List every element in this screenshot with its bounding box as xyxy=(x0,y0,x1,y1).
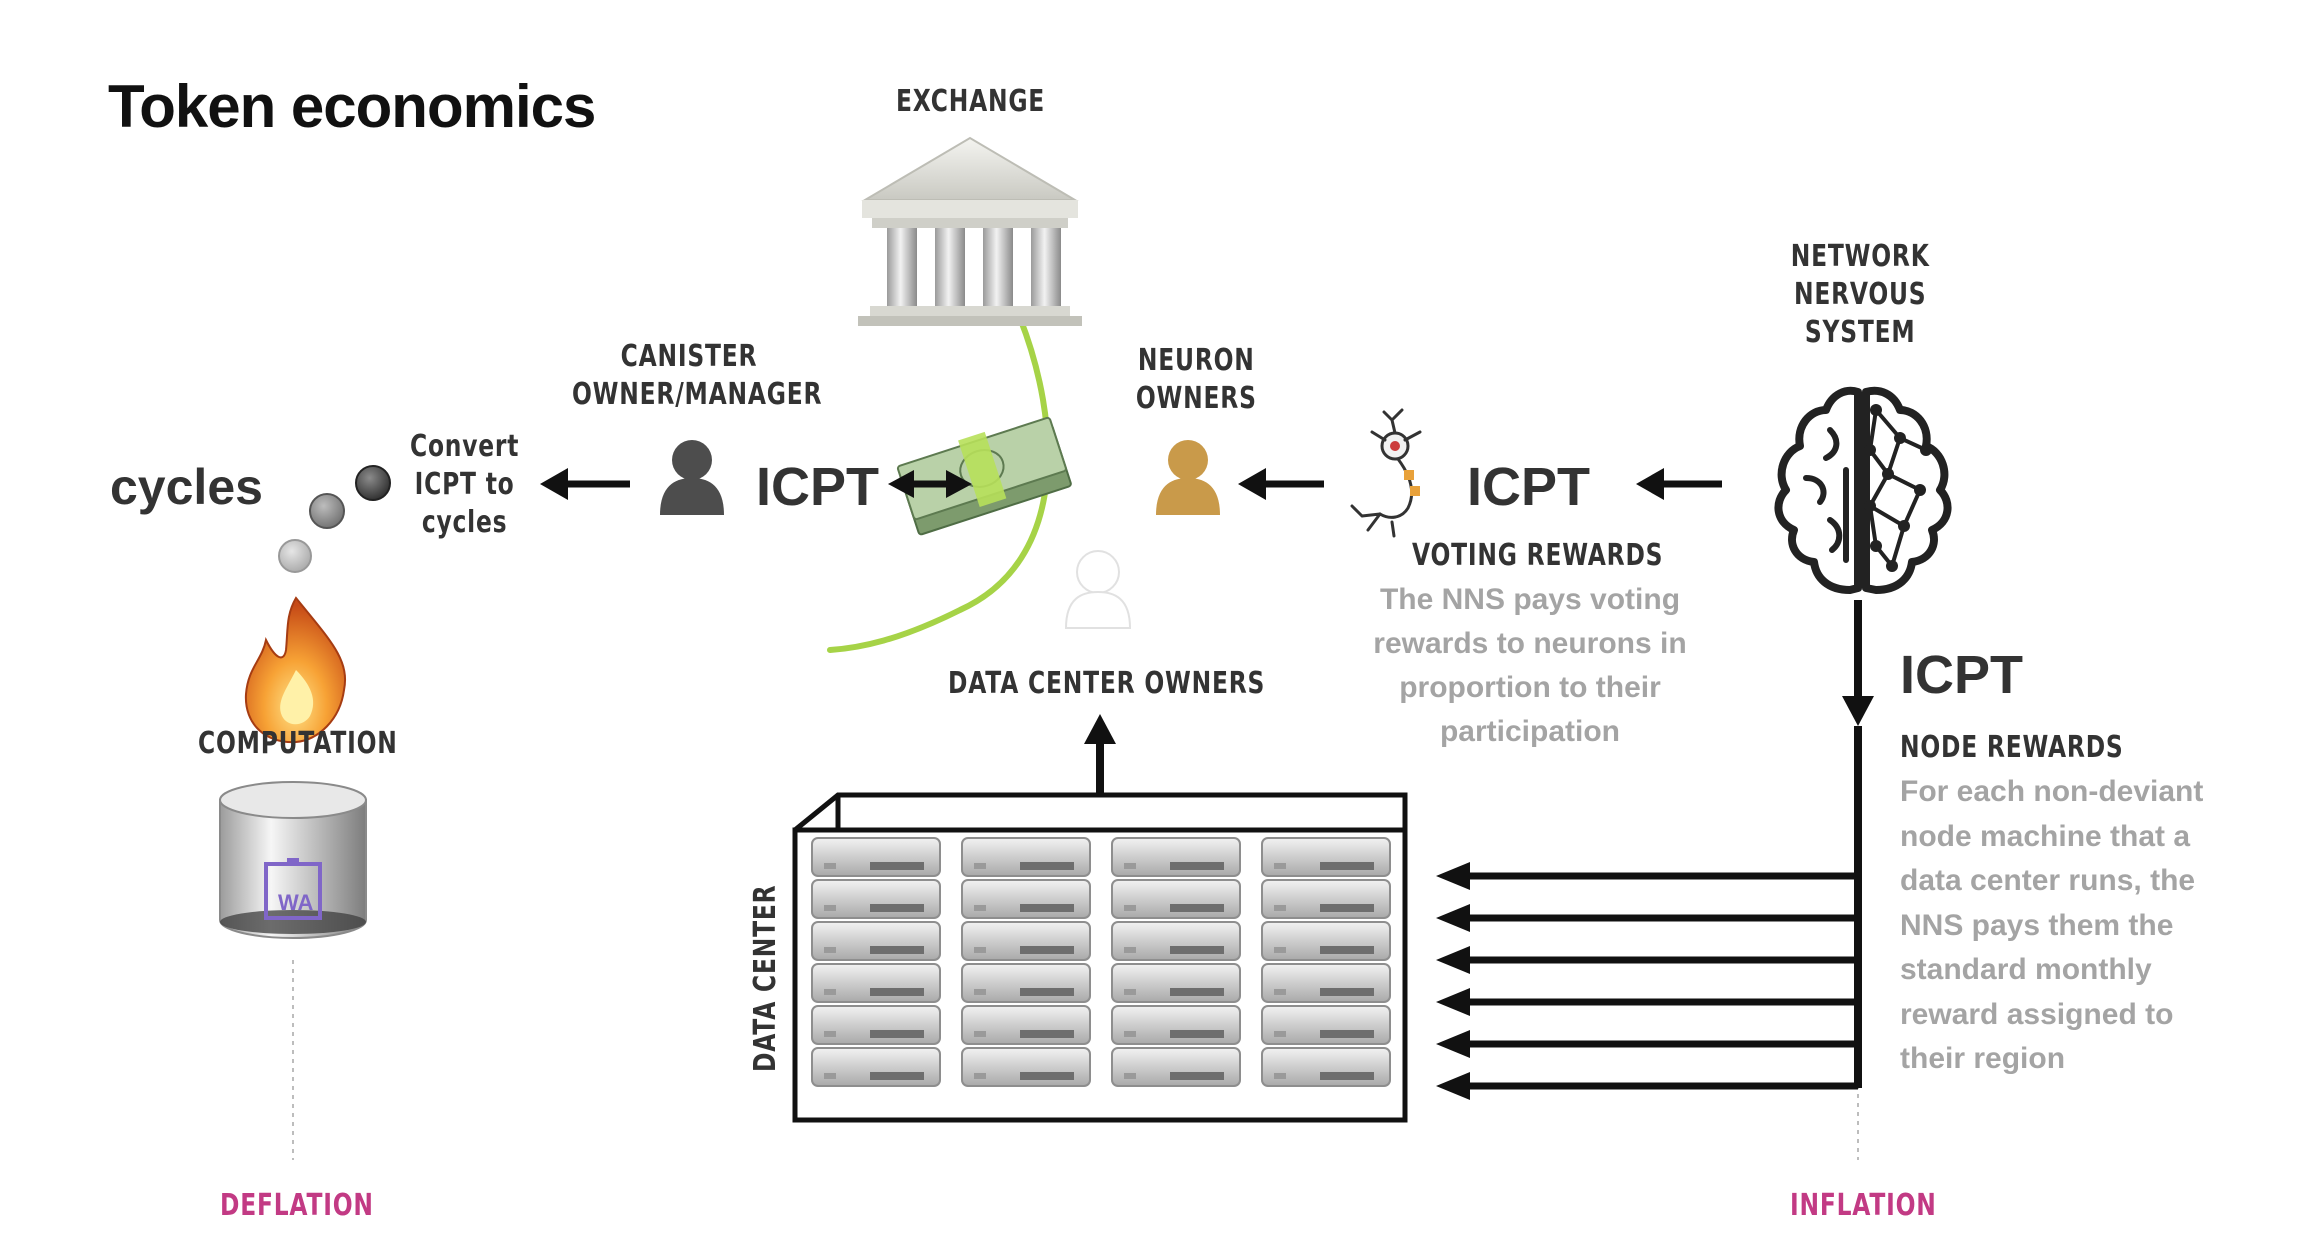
server-unit-icon xyxy=(961,1047,1091,1087)
server-unit-icon xyxy=(961,963,1091,1003)
convert-label: Convert ICPT to cycles xyxy=(410,428,519,542)
server-unit-icon xyxy=(1261,879,1391,919)
neuron-icon xyxy=(1350,408,1422,538)
inflation-label: INFLATION xyxy=(1790,1188,1937,1223)
server-unit-icon xyxy=(1111,837,1241,877)
canister-owner-label: CANISTER OWNER/MANAGER xyxy=(572,338,823,414)
arrow-nns-down xyxy=(1842,600,1874,1088)
icpt-voting-label: ICPT xyxy=(1467,457,1591,517)
data-center-owner-person-icon xyxy=(1064,550,1132,629)
neuron-owner-person-icon xyxy=(1156,440,1220,515)
convert-label-line: cycles xyxy=(421,505,508,540)
neuron-owners-label-line: OWNERS xyxy=(1135,381,1257,416)
exchange-label: EXCHANGE xyxy=(896,84,1046,119)
voting-rewards-title: VOTING REWARDS xyxy=(1412,538,1664,573)
page-title: Token economics xyxy=(108,73,596,140)
canister-owner-label-line: OWNER/MANAGER xyxy=(572,377,823,412)
data-center-box xyxy=(792,792,1408,1123)
server-racks xyxy=(811,837,1391,1087)
money-stack-icon xyxy=(896,416,1072,536)
coin-light-icon xyxy=(278,539,312,573)
node-rewards-line: their region xyxy=(1900,1042,2066,1075)
data-center-label: DATA CENTER xyxy=(748,884,783,1072)
nns-label-line: NETWORK xyxy=(1790,239,1930,274)
neuron-owners-label: NEURON OWNERS xyxy=(1130,342,1263,418)
server-unit-icon xyxy=(811,1005,941,1045)
coin-dark-icon xyxy=(355,465,391,501)
voting-rewards-line: The NNS pays voting xyxy=(1379,583,1681,616)
arrow-voting-to-neuron-owners xyxy=(1238,468,1324,500)
node-rewards-title: NODE REWARDS xyxy=(1900,730,2124,765)
node-rewards-line: For each non-deviant xyxy=(1900,775,2204,808)
data-center-owners-label: DATA CENTER OWNERS xyxy=(948,666,1266,701)
arrow-nns-to-voting xyxy=(1636,468,1722,500)
server-unit-icon xyxy=(1111,1047,1241,1087)
voting-rewards-line: participation xyxy=(1439,715,1620,748)
voting-rewards-line: proportion to their xyxy=(1399,671,1661,704)
node-rewards-line: reward assigned to xyxy=(1900,997,2174,1031)
voting-rewards-text: The NNS pays voting rewards to neurons i… xyxy=(1330,578,1730,754)
nns-label-line: SYSTEM xyxy=(1804,315,1916,350)
exchange-building-icon xyxy=(858,136,1082,326)
flame-icon xyxy=(244,596,347,744)
server-unit-icon xyxy=(1111,879,1241,919)
server-unit-icon xyxy=(961,837,1091,877)
server-unit-icon xyxy=(1261,921,1391,961)
node-reward-arrows xyxy=(1436,862,1858,1100)
coin-mid-icon xyxy=(309,493,345,529)
node-rewards-line: NNS pays them the xyxy=(1900,908,2174,942)
server-unit-icon xyxy=(1261,1005,1391,1045)
cycles-label: cycles xyxy=(110,459,263,515)
server-unit-icon xyxy=(1261,963,1391,1003)
server-unit-icon xyxy=(811,1047,941,1087)
canister-cylinder-icon xyxy=(219,781,367,939)
node-rewards-line: standard monthly xyxy=(1900,953,2152,986)
wasm-label: WA xyxy=(278,890,314,915)
server-unit-icon xyxy=(1261,837,1391,877)
server-unit-icon xyxy=(811,837,941,877)
node-rewards-text: For each non-deviant node machine that a… xyxy=(1900,770,2290,1082)
deflation-label: DEFLATION xyxy=(220,1188,374,1223)
node-rewards-line: node machine that a xyxy=(1900,819,2191,853)
voting-rewards-line: rewards to neurons in xyxy=(1373,627,1687,660)
neuron-owners-label-line: NEURON xyxy=(1137,343,1255,378)
convert-label-line: ICPT to xyxy=(414,467,515,502)
icpt-canister-label: ICPT xyxy=(756,457,880,517)
nns-label: NETWORK NERVOUS SYSTEM xyxy=(1790,238,1930,352)
canister-owner-person-icon xyxy=(660,440,724,515)
server-unit-icon xyxy=(961,879,1091,919)
arrow-icpt-exchange-bidirectional xyxy=(888,470,972,498)
nns-label-line: NERVOUS xyxy=(1793,277,1927,312)
server-unit-icon xyxy=(811,963,941,1003)
server-unit-icon xyxy=(811,879,941,919)
server-unit-icon xyxy=(961,921,1091,961)
computation-label: COMPUTATION xyxy=(198,726,398,761)
convert-label-line: Convert xyxy=(410,429,520,464)
brain-icon xyxy=(1774,386,1952,594)
server-unit-icon xyxy=(1261,1047,1391,1087)
server-unit-icon xyxy=(1111,921,1241,961)
server-unit-icon xyxy=(1111,1005,1241,1045)
server-unit-icon xyxy=(961,1005,1091,1045)
canister-owner-label-line: CANISTER xyxy=(620,339,758,374)
exchange-flow-curve xyxy=(827,315,1051,653)
arrow-convert xyxy=(540,468,630,500)
arrow-datacenter-up xyxy=(1084,714,1116,795)
node-rewards-line: data center runs, the xyxy=(1900,864,2196,897)
server-unit-icon xyxy=(1111,963,1241,1003)
server-unit-icon xyxy=(811,921,941,961)
icpt-node-label: ICPT xyxy=(1900,645,2024,705)
